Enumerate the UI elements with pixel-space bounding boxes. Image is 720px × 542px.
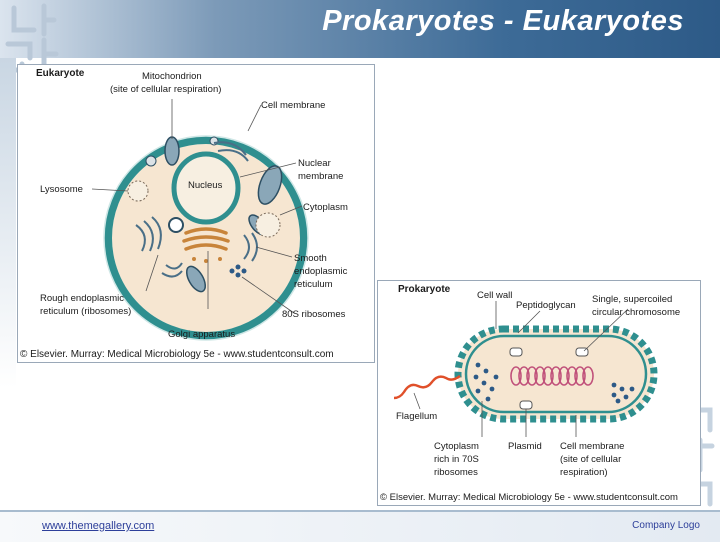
mitochondrion-1 [164,136,180,166]
plasmid-label: Plasmid [508,441,542,452]
ribosomes-80s-label: 80S ribosomes [282,309,346,320]
eukaryote-cell-membrane [104,136,308,340]
prokaryote-label: Prokaryote [398,284,451,295]
prokaryote-diagram-panel: Prokaryote Cell wall Peptidoglycan Singl… [377,280,701,506]
prok-cell-membrane-label-3: respiration) [560,467,608,478]
cell-membrane-label: Cell membrane [261,100,325,111]
cytoplasm-label-1: Cytoplasm [434,441,479,452]
golgi-label: Golgi apparatus [168,329,235,340]
chromosome-label-1: Single, supercoiled [592,294,672,305]
mitochondrion-2 [257,165,283,205]
slide-title: Prokaryotes - Eukaryotes [322,5,684,37]
rough-er-label-1: Rough endoplasmic [40,293,124,304]
prok-cell-membrane-label-1: Cell membrane [560,441,624,452]
nuclear-membrane-label-1: Nuclear [298,158,331,169]
ribosomes-80s-shape [229,264,247,278]
flagellum-shape [393,375,461,400]
lysosome-label: Lysosome [40,184,83,195]
smooth-er-label-2: endoplasmic [294,266,348,277]
eukaryote-copyright: © Elsevier. Murray: Medical Microbiology… [20,349,334,360]
footer-bar: www.themegallery.com Company Logo [0,510,720,542]
nuclear-membrane-label-2: membrane [298,171,343,182]
cytoplasm-label-2: rich in 70S [434,454,479,465]
cytoplasm-label-3: ribosomes [434,467,478,478]
golgi-shape [182,227,230,251]
lysosome-shape [127,180,149,202]
left-accent-band [0,58,16,388]
plasmid-shape [509,347,523,357]
smooth-er-label-3: reticulum [294,279,333,290]
prokaryote-diagram: Prokaryote Cell wall Peptidoglycan Singl… [380,284,680,503]
prok-cell-membrane-label-2: (site of cellular [560,454,621,465]
cell-wall-label: Cell wall [477,290,512,301]
mitochondrion-3 [185,265,207,293]
flagellum-label: Flagellum [396,411,437,422]
nucleus-shape [171,151,241,225]
cytoplasm-label: Cytoplasm [303,202,348,213]
prokaryote-copyright: © Elsevier. Murray: Medical Microbiology… [380,492,678,503]
eukaryote-diagram: Eukaryote Mitochondrion (site of cellula… [20,68,348,360]
rough-er-label-2: reticulum (ribosomes) [40,306,131,317]
smooth-er-label-1: Smooth [294,253,327,264]
peptidoglycan-label: Peptidoglycan [516,300,576,311]
mitochondrion-sub-label: (site of cellular respiration) [110,84,221,95]
chromosome-label-2: circular chromosome [592,307,680,318]
website-link[interactable]: www.themegallery.com [42,520,155,532]
circular-chromosome-shape [510,366,594,386]
ribosomes-70s-shape [473,362,635,404]
mitochondrion-label: Mitochondrion [142,71,202,82]
eukaryote-label: Eukaryote [36,68,85,79]
header-bar [0,0,720,58]
company-logo-text: Company Logo [632,520,700,531]
rough-er-shape [135,141,249,278]
eukaryote-diagram-panel: Eukaryote Mitochondrion (site of cellula… [17,64,375,363]
nucleus-label: Nucleus [188,180,223,191]
